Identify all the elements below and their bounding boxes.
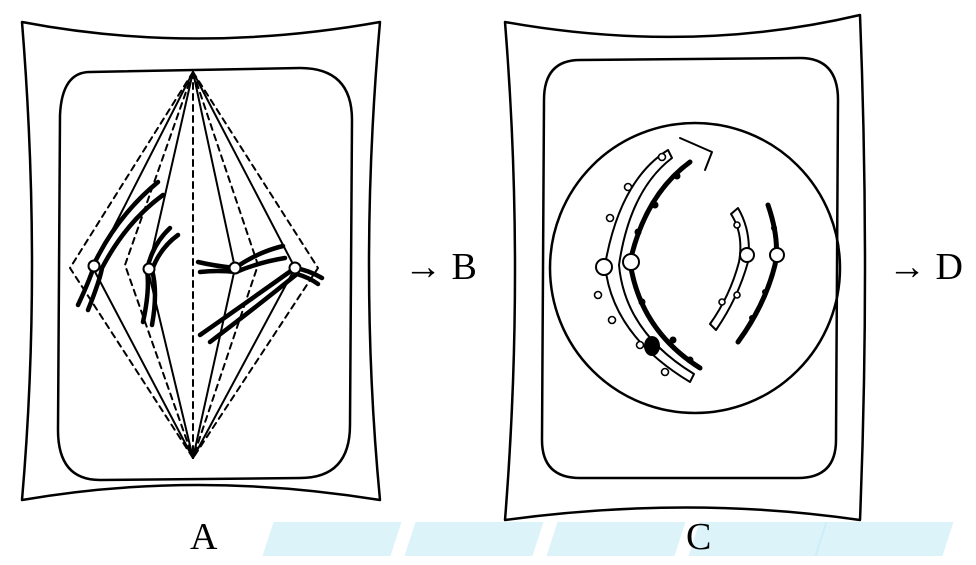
chromosome-large-pair: [593, 137, 713, 383]
cell-c-membrane: [540, 56, 840, 480]
spindle-fibers: [92, 71, 296, 459]
arrow-to-b-label: → B: [404, 246, 477, 288]
centromeres-a: [87, 259, 302, 276]
cell-a-label: A: [190, 516, 218, 558]
spindle-outline: [69, 71, 319, 459]
chromomere-dark: [644, 336, 660, 356]
nucleus: [548, 121, 842, 415]
cell-c-cell-wall: [503, 13, 867, 522]
cell-a: [20, 20, 382, 502]
chiasma-bracket: [679, 137, 713, 171]
centromere-small-white: [739, 247, 755, 263]
watermark-band: [814, 522, 954, 556]
centromere-large-white: [595, 258, 613, 276]
chromatid-black-large: [627, 159, 703, 371]
centromere-small-black: [769, 247, 785, 263]
centromere-large-black: [622, 253, 640, 271]
chromatid-white-large: [604, 149, 695, 383]
arrow-to-d-label: → D: [888, 246, 963, 288]
chromatid-white-small: [709, 207, 750, 331]
chromomeres-large: [593, 152, 670, 377]
chromomeres-small: [718, 221, 741, 306]
cell-c: [503, 13, 867, 522]
watermark-band: [404, 522, 544, 556]
chromomeres-large-black: [634, 172, 694, 364]
chromomeres-small-black: [749, 225, 777, 321]
cell-c-label: C: [686, 516, 712, 558]
watermark-band: [546, 522, 686, 556]
chromosome-small-pair: [709, 202, 785, 345]
cell-a-membrane: [56, 66, 354, 482]
cell-a-cell-wall: [20, 20, 382, 502]
watermark-band: [262, 522, 402, 556]
